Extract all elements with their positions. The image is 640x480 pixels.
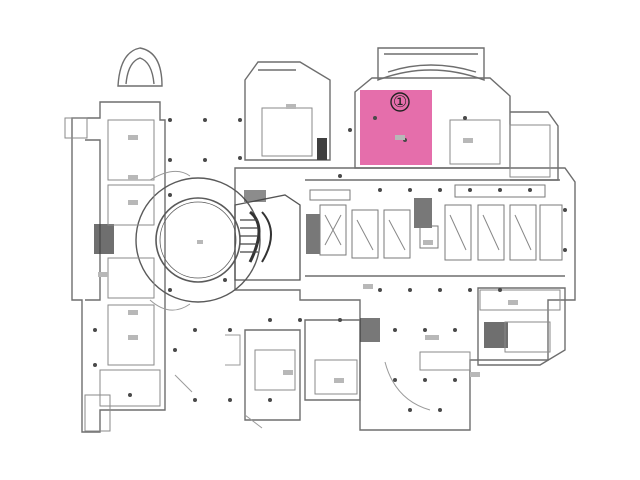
retail-units	[309, 184, 563, 261]
central-grand-stair	[234, 194, 301, 281]
room-tags	[98, 104, 518, 383]
highlight-marker-label: ①	[393, 92, 407, 111]
highlighted-area[interactable]: ①	[360, 90, 432, 165]
left-wing-rooms	[64, 117, 161, 432]
entrance-paths	[149, 170, 431, 429]
building-outline	[71, 47, 576, 433]
highlight-marker-circle	[390, 92, 410, 112]
pillars	[93, 116, 567, 412]
staircases	[94, 138, 508, 348]
highlighted-room[interactable]	[360, 90, 432, 165]
rotunda	[135, 177, 261, 303]
